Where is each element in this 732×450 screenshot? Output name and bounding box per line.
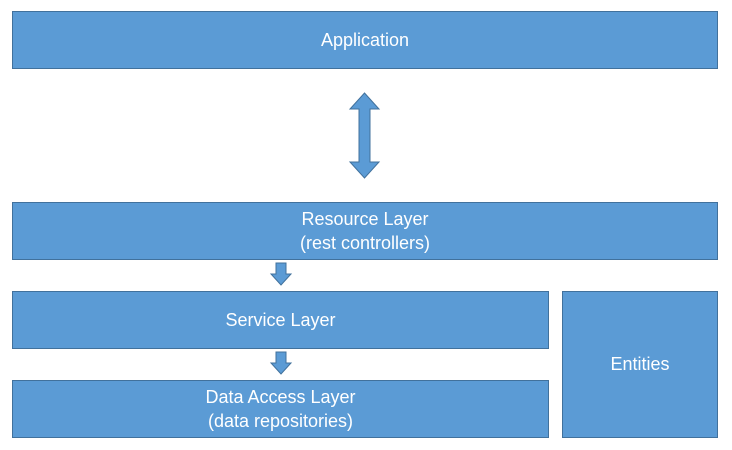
service-layer-box: Service Layer: [12, 291, 549, 349]
application-box: Application: [12, 11, 718, 69]
resource-layer-box: Resource Layer (rest controllers): [12, 202, 718, 260]
entities-label: Entities: [610, 354, 670, 375]
bidirectional-arrow-icon: [348, 92, 381, 179]
resource-layer-subtitle: (rest controllers): [299, 233, 431, 253]
data-access-layer-subtitle: (data repositories): [207, 411, 354, 431]
down-arrow-icon: [269, 262, 293, 286]
down-arrow-icon: [269, 351, 293, 375]
application-label: Application: [320, 29, 410, 50]
resource-layer-title: Resource Layer: [301, 208, 429, 229]
entities-box: Entities: [562, 291, 718, 438]
data-access-layer-title: Data Access Layer: [205, 386, 356, 407]
data-access-layer-box: Data Access Layer (data repositories): [12, 380, 549, 438]
service-layer-label: Service Layer: [225, 309, 336, 330]
